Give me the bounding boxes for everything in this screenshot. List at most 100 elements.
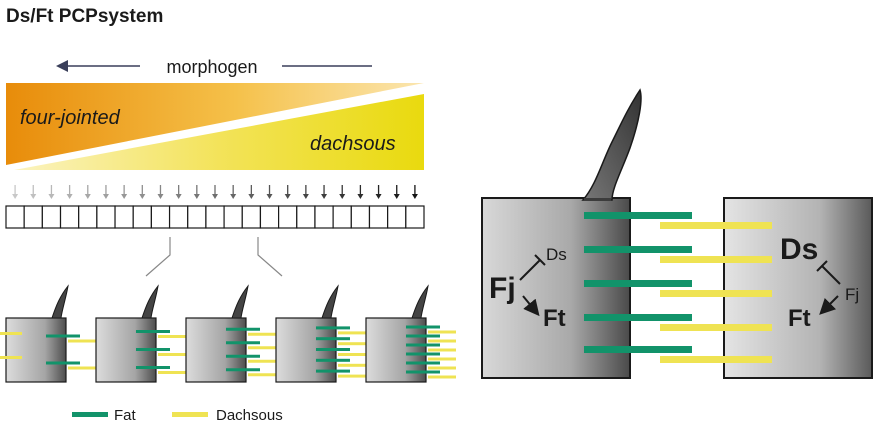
small-cell-trichome xyxy=(321,284,339,319)
morphogen-label: morphogen xyxy=(166,57,257,77)
row-cell xyxy=(223,205,243,229)
row-cell xyxy=(368,205,389,229)
small-fat-bar xyxy=(316,348,350,351)
small-dachsous-bar xyxy=(428,366,456,370)
small-cell-body xyxy=(185,317,247,383)
small-dachsous-bar xyxy=(338,331,366,335)
legend-fat-swatch xyxy=(72,412,108,417)
small-dachsous-bar xyxy=(248,359,276,363)
small-dachsous-bar xyxy=(338,363,366,367)
left-ds-label: Ds xyxy=(546,245,567,264)
left-inhibition-symbol xyxy=(519,254,546,281)
signal-arrow xyxy=(139,185,146,199)
row-cell xyxy=(114,205,134,229)
small-dachsous-bar xyxy=(338,342,366,346)
fat-bar xyxy=(584,212,692,219)
small-dachsous-bar xyxy=(68,339,96,343)
signal-arrow xyxy=(411,185,418,199)
row-cell xyxy=(205,205,225,229)
signal-arrow xyxy=(284,185,291,199)
small-dachsous-bar xyxy=(0,332,22,335)
legend: Fat Dachsous xyxy=(72,407,283,424)
signal-arrow xyxy=(30,185,37,199)
row-cell xyxy=(332,205,352,229)
row-cell xyxy=(59,205,80,229)
small-fat-bar xyxy=(316,358,350,362)
small-dachsous-bar xyxy=(158,371,186,374)
small-fat-bar xyxy=(136,366,170,369)
signal-arrow xyxy=(102,185,109,199)
small-fat-bar xyxy=(406,361,440,365)
fat-bar xyxy=(584,314,692,321)
small-dachsous-bar xyxy=(248,373,276,377)
dachsous-bar xyxy=(660,324,772,331)
morphogen-arrow xyxy=(56,60,372,72)
legend-fat-label: Fat xyxy=(114,407,137,424)
dachsous-gradient xyxy=(14,94,424,170)
small-dachsous-bar xyxy=(338,374,366,378)
signal-arrow xyxy=(48,185,55,199)
small-fat-bar xyxy=(136,348,170,351)
small-fat-bar xyxy=(316,326,350,330)
row-cell xyxy=(405,205,425,229)
small-fat-bar xyxy=(316,337,350,341)
small-dachsous-bar xyxy=(428,330,456,334)
small-cell xyxy=(0,284,96,383)
legend-dachsous-swatch xyxy=(172,412,208,417)
detail-trichome xyxy=(581,88,642,201)
signal-arrow xyxy=(393,185,400,199)
small-dachsous-bar xyxy=(428,339,456,343)
row-cell xyxy=(132,205,152,229)
small-fat-bar xyxy=(46,361,80,365)
small-dachsous-bar xyxy=(248,346,276,350)
four-jointed-label: four-jointed xyxy=(20,107,121,129)
right-fj-label: Fj xyxy=(845,285,859,304)
small-fat-bar xyxy=(226,354,260,358)
small-cell xyxy=(365,284,456,383)
left-fj-label: Fj xyxy=(489,272,516,305)
small-dachsous-bar xyxy=(428,357,456,361)
small-cell-row xyxy=(0,284,456,383)
small-dachsous-bar xyxy=(428,348,456,352)
signal-arrow xyxy=(266,185,273,199)
row-cell xyxy=(278,205,298,229)
small-cell-trichome xyxy=(411,284,429,319)
right-activation-arrow xyxy=(819,295,839,315)
signal-arrow xyxy=(175,185,182,199)
row-cell xyxy=(5,205,25,229)
small-fat-bar xyxy=(406,334,440,338)
small-fat-bar xyxy=(406,343,440,347)
small-fat-bar xyxy=(406,325,440,329)
dachsous-bar xyxy=(660,356,772,363)
small-cell-trichome xyxy=(51,284,69,319)
small-dachsous-bar xyxy=(338,353,366,356)
row-cell xyxy=(41,205,62,229)
signal-arrow xyxy=(248,185,255,199)
small-cell-trichome xyxy=(141,284,159,319)
small-cell-body xyxy=(5,317,67,383)
small-fat-bar xyxy=(226,341,260,345)
row-cell xyxy=(96,205,116,229)
row-cell xyxy=(259,205,280,229)
small-fat-bar xyxy=(406,370,440,374)
small-fat-bar xyxy=(226,368,260,372)
signal-arrow xyxy=(230,185,237,199)
row-cell xyxy=(23,205,43,229)
signal-arrow xyxy=(302,185,309,199)
signal-arrow xyxy=(357,185,364,199)
signal-arrow xyxy=(66,185,73,199)
small-fat-bar xyxy=(226,327,260,331)
small-dachsous-bar xyxy=(68,366,96,370)
fat-bar xyxy=(584,280,692,287)
right-ds-label: Ds xyxy=(780,233,818,266)
fat-bar xyxy=(584,246,692,253)
left-ft-label: Ft xyxy=(543,305,566,332)
detail-view: Fj Ds Ft Ds Fj Ft xyxy=(481,88,873,379)
small-cell xyxy=(275,284,366,383)
dachsous-bar xyxy=(660,256,772,263)
small-cell-trichome xyxy=(231,284,249,319)
row-cell xyxy=(350,205,371,229)
small-fat-bar xyxy=(406,352,440,356)
small-cell xyxy=(95,284,186,383)
